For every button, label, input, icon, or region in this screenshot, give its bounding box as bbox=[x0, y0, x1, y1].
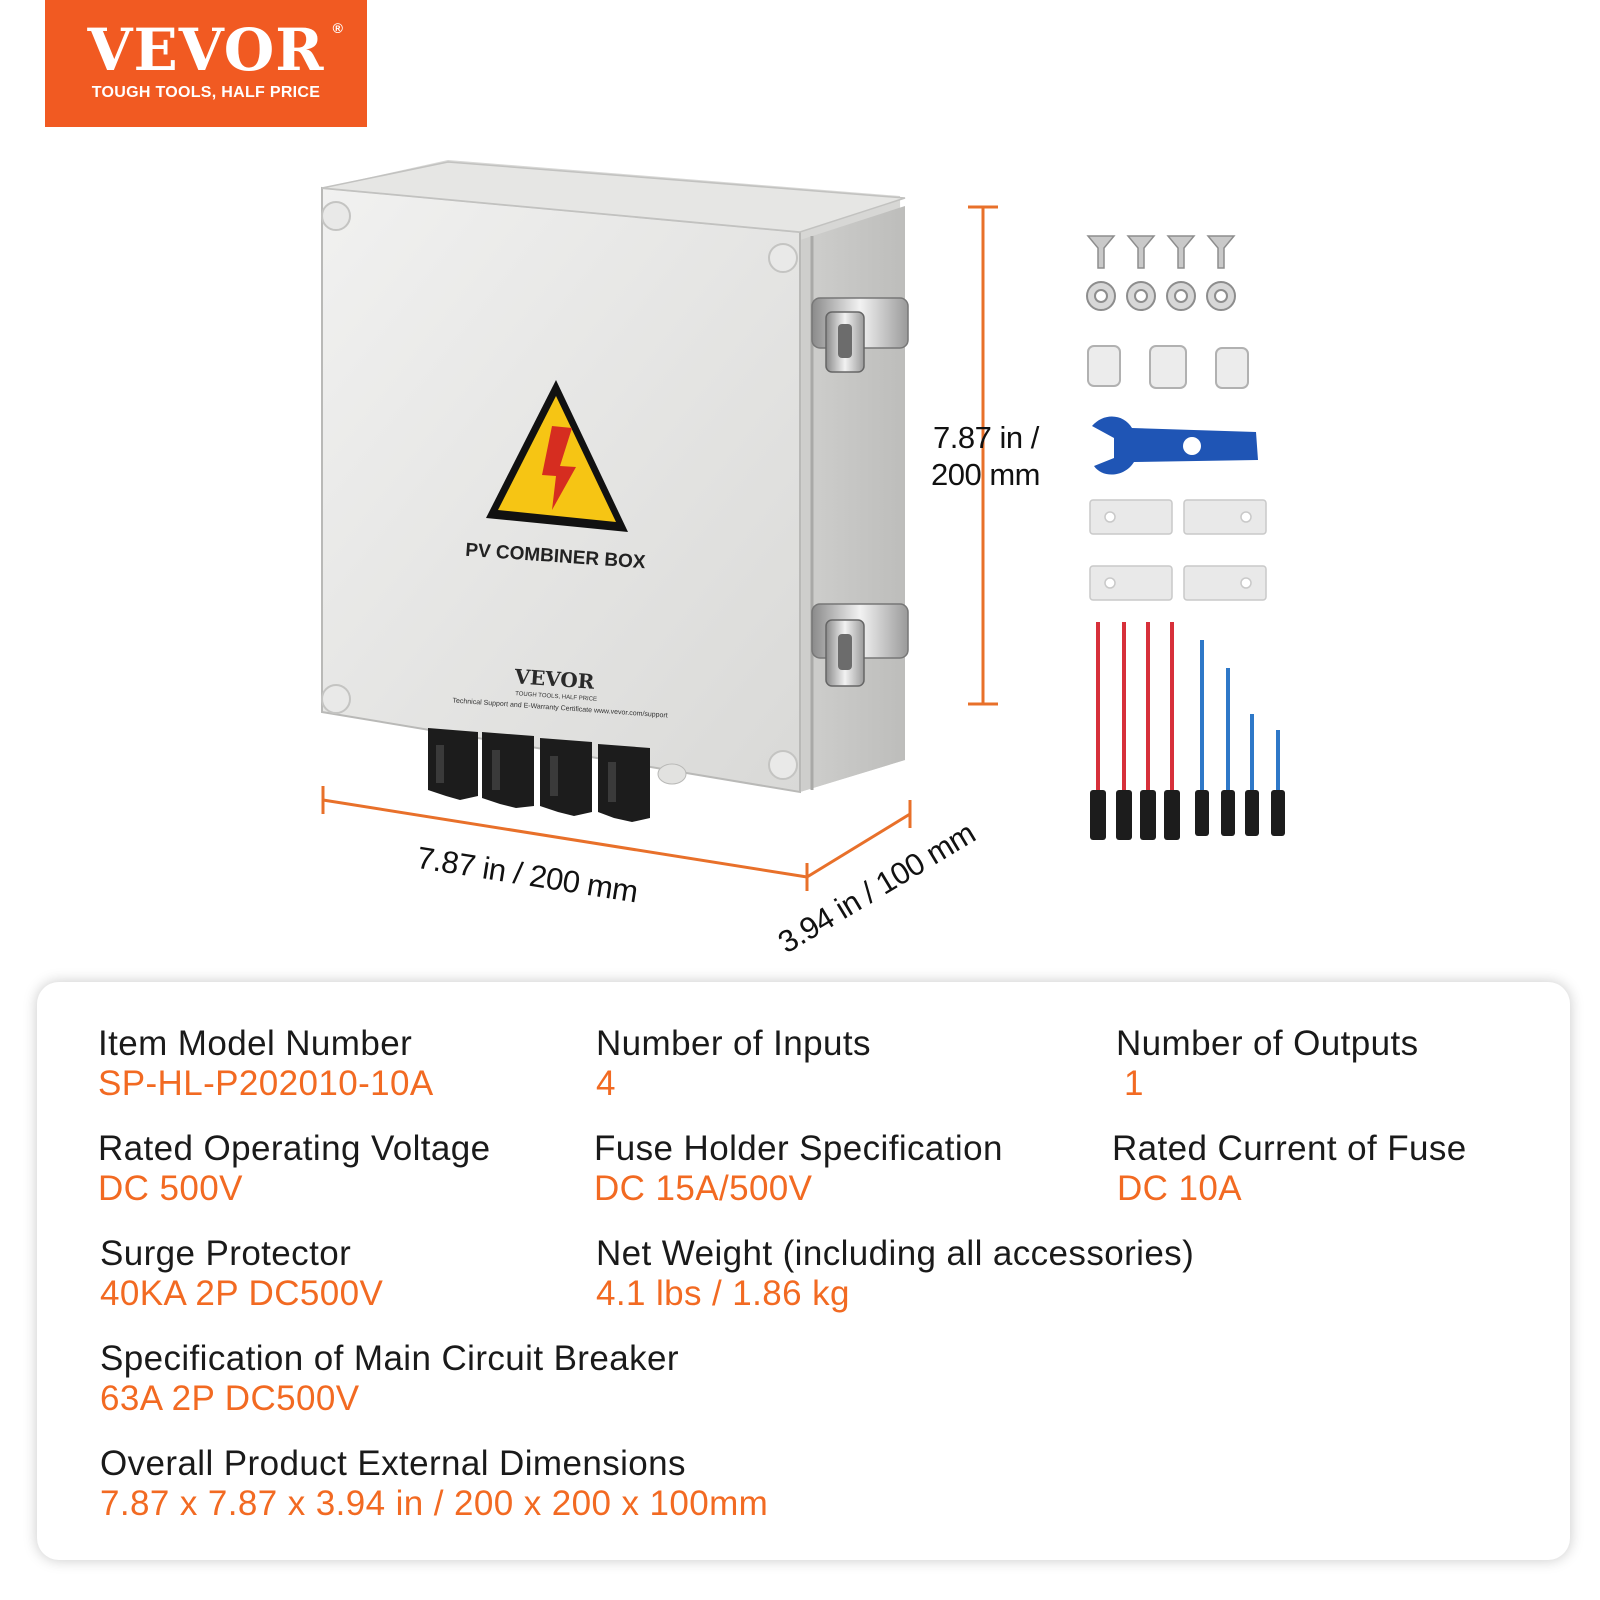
width-dimension-line bbox=[322, 798, 808, 879]
product-illustration: PV COMBINER BOX VEVOR TOUGH TOOLS, HALF … bbox=[321, 160, 1285, 891]
corner-screw-icon bbox=[321, 684, 351, 714]
logo-wordmark: VEVOR bbox=[87, 16, 325, 84]
logo-registered-mark: ® bbox=[332, 20, 343, 36]
spec-value: 7.87 x 7.87 x 3.94 in / 200 x 200 x 100m… bbox=[100, 1484, 769, 1523]
logo-tagline: TOUGH TOOLS, HALF PRICE bbox=[91, 84, 321, 101]
combiner-box: PV COMBINER BOX VEVOR TOUGH TOOLS, HALF … bbox=[321, 160, 909, 822]
spec-rated-current-of-fuse: Rated Current of Fuse DC 10A bbox=[1112, 1129, 1467, 1209]
spec-label: Number of Inputs bbox=[596, 1024, 871, 1063]
latch-top-icon bbox=[811, 297, 909, 373]
box-tagline-text: TOUGH TOOLS, HALF PRICE bbox=[515, 691, 597, 703]
spec-value: 4.1 lbs / 1.86 kg bbox=[596, 1274, 850, 1313]
spanner-wrench-icon bbox=[1092, 416, 1258, 475]
corner-screw-icon bbox=[768, 750, 798, 780]
spec-value: SP-HL-P202010-10A bbox=[98, 1064, 434, 1103]
height-dimension-label-line2: 200 mm bbox=[931, 457, 1040, 492]
spec-number-of-inputs: Number of Inputs 4 bbox=[596, 1024, 871, 1104]
spec-value: 1 bbox=[1124, 1064, 1144, 1103]
spec-value: 40KA 2P DC500V bbox=[100, 1274, 384, 1313]
cable-glands-icon bbox=[1087, 345, 1249, 389]
specifications-card: Item Model Number SP-HL-P202010-10A Numb… bbox=[37, 982, 1570, 1560]
spec-number-of-outputs: Number of Outputs 1 bbox=[1116, 1024, 1419, 1104]
spec-label: Net Weight (including all accessories) bbox=[596, 1234, 1195, 1273]
spec-label: Rated Current of Fuse bbox=[1112, 1129, 1467, 1168]
spec-label: Fuse Holder Specification bbox=[594, 1129, 1003, 1168]
spec-overall-dimensions: Overall Product External Dimensions 7.87… bbox=[100, 1444, 768, 1524]
spec-label: Specification of Main Circuit Breaker bbox=[100, 1339, 679, 1378]
corner-screw-icon bbox=[768, 243, 798, 273]
spec-net-weight: Net Weight (including all accessories) 4… bbox=[596, 1234, 1194, 1314]
spec-rated-operating-voltage: Rated Operating Voltage DC 500V bbox=[98, 1129, 491, 1209]
box-side-panel bbox=[800, 206, 905, 792]
pv-cables-icon bbox=[1090, 622, 1285, 840]
spec-value: DC 10A bbox=[1117, 1169, 1242, 1208]
height-dimension-label-line1: 7.87 in / bbox=[933, 420, 1039, 455]
mounting-brackets-icon bbox=[1089, 499, 1267, 601]
spec-fuse-holder-specification: Fuse Holder Specification DC 15A/500V bbox=[594, 1129, 1003, 1209]
spec-value: 63A 2P DC500V bbox=[100, 1379, 360, 1418]
spec-item-model-number: Item Model Number SP-HL-P202010-10A bbox=[98, 1024, 434, 1104]
washers-icon bbox=[1086, 281, 1236, 311]
cable-gland-icon bbox=[657, 763, 687, 785]
spec-label: Overall Product External Dimensions bbox=[100, 1444, 686, 1483]
high-voltage-warning-icon bbox=[486, 380, 628, 532]
corner-screw-icon bbox=[321, 201, 351, 231]
spec-label: Surge Protector bbox=[100, 1234, 352, 1273]
spec-value: DC 15A/500V bbox=[594, 1169, 813, 1208]
latch-bottom-icon bbox=[811, 603, 909, 687]
spec-label: Item Model Number bbox=[98, 1024, 413, 1063]
vevor-logo: VEVOR ® TOUGH TOOLS, HALF PRICE bbox=[45, 0, 367, 127]
spec-surge-protector: Surge Protector 40KA 2P DC500V bbox=[100, 1234, 383, 1314]
spec-value: 4 bbox=[596, 1064, 616, 1103]
spec-main-circuit-breaker: Specification of Main Circuit Breaker 63… bbox=[100, 1339, 679, 1419]
spec-label: Rated Operating Voltage bbox=[98, 1129, 491, 1168]
depth-dimension-line bbox=[806, 812, 911, 879]
mc4-connectors-icon bbox=[428, 728, 650, 822]
spec-value: DC 500V bbox=[98, 1169, 243, 1208]
accessories-kit bbox=[1086, 235, 1285, 840]
dimension-lines bbox=[321, 205, 998, 891]
screws-icon bbox=[1086, 235, 1236, 269]
spec-label: Number of Outputs bbox=[1116, 1024, 1419, 1063]
box-brand-text: VEVOR bbox=[513, 664, 596, 694]
